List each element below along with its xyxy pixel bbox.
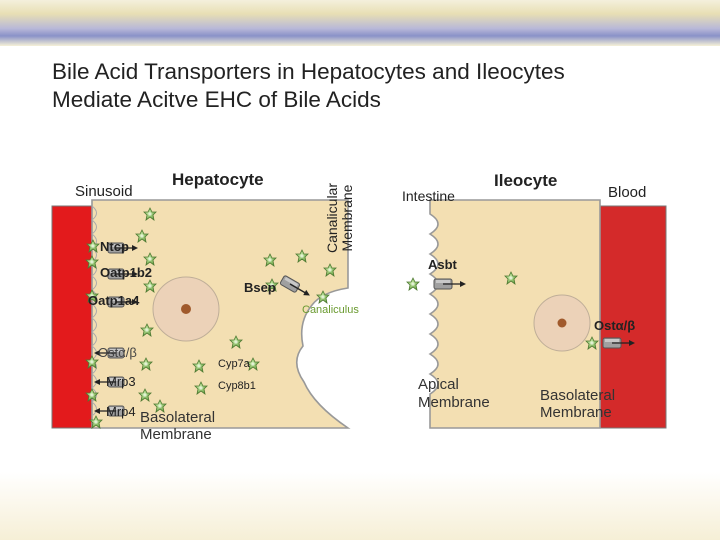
- bile-acid-molecule: [89, 415, 103, 429]
- hepatocyte-heading: Hepatocyte: [172, 170, 264, 189]
- bile-acid-molecule: [265, 278, 279, 292]
- hepatocyte-ost-label: Ostα/β: [98, 345, 137, 360]
- bsep-transporter: [279, 275, 310, 296]
- apical-label-line-1: Apical: [418, 376, 459, 393]
- canaliculus-label: Canaliculus: [302, 304, 359, 316]
- cyp8b1-label: Cyp8b1: [218, 380, 256, 392]
- intestine-label: Intestine: [402, 188, 455, 204]
- ileocyte-cell: [428, 199, 601, 429]
- mrp3-transporter: [94, 376, 125, 388]
- bile-acid-molecule: [246, 357, 260, 371]
- mrp4-label: Mrp4: [106, 404, 136, 419]
- ileocyte-basolateral-line-1: Basolateral: [540, 387, 616, 404]
- title-bar-background: [0, 0, 720, 46]
- ntcp-transporter: [107, 242, 138, 254]
- bile-acid-molecule: [138, 388, 152, 402]
- bile-acid-molecule: [85, 388, 99, 402]
- ileum-blood-region: [600, 206, 666, 428]
- ileocyte-nucleus: [533, 294, 591, 352]
- bile-acid-molecule: [85, 355, 99, 369]
- apical-membrane-label: Apical Membrane: [418, 376, 490, 412]
- bile-acid-molecule: [143, 279, 157, 293]
- slide-title-line-1: Bile Acid Transporters in Hepatocytes an…: [52, 59, 565, 84]
- slide-title-line-2: Mediate Acitve EHC of Bile Acids: [52, 87, 381, 112]
- bile-acid-molecule: [323, 263, 337, 277]
- ileocyte-ost-label: Ostα/β: [594, 318, 636, 333]
- ileocyte-basolateral-line-2: Membrane: [540, 404, 612, 421]
- oatp1b2-label: Oatp1b2: [100, 265, 153, 280]
- ntcp-label: Ntcp: [100, 239, 129, 254]
- bile-acid-molecule: [86, 239, 100, 253]
- bile-acid-molecule: [406, 277, 420, 291]
- bottom-band-background: [0, 472, 720, 540]
- hepatocyte-ost-transporter: [94, 347, 125, 359]
- bile-acid-molecule: [143, 207, 157, 221]
- slide-title: Bile Acid Transporters in Hepatocytes an…: [52, 58, 565, 114]
- bile-acid-molecule: [139, 357, 153, 371]
- bile-acid-molecule: [140, 323, 154, 337]
- ileocyte-ost-transporter: [602, 337, 635, 349]
- oatp1b2-transporter: [107, 268, 138, 280]
- sinusoid-label: Sinusoid: [75, 183, 133, 200]
- hepatocyte-nucleus: [152, 276, 220, 342]
- bile-acid-molecule: [135, 229, 149, 243]
- bile-acid-molecule: [316, 290, 330, 304]
- bile-acid-molecule: [85, 255, 99, 269]
- canalicular-label-line-2: Membrane: [339, 184, 355, 252]
- bsep-label: Bsep: [244, 280, 276, 295]
- ileocyte-basolateral-membrane-label: Basolateral Membrane: [540, 387, 615, 421]
- bile-acid-molecule: [143, 252, 157, 266]
- apical-label-line-2: Membrane: [418, 394, 490, 411]
- oatp1a4-label: Oatp1a4: [88, 293, 140, 308]
- cyp7a-label: Cyp7a: [218, 358, 250, 370]
- blood-label: Blood: [608, 184, 647, 201]
- asbt-label: Asbt: [428, 257, 457, 272]
- bile-acid-molecule: [194, 381, 208, 395]
- bile-acid-molecule: [85, 289, 99, 303]
- ileocyte-heading: Ileocyte: [494, 171, 558, 190]
- bile-acid-molecule: [263, 253, 277, 267]
- bile-acid-molecule: [585, 336, 599, 350]
- hepatocyte-basolateral-line-1: Basolateral: [140, 409, 216, 426]
- canalicular-label-line-1: Canalicular: [324, 182, 340, 254]
- canalicular-membrane-label: Canalicular Membrane: [324, 182, 355, 254]
- bile-acid-molecule: [295, 249, 309, 263]
- bile-acid-molecule: [504, 271, 518, 285]
- oatp1a4-transporter: [107, 296, 138, 308]
- bile-acid-molecule: [192, 359, 206, 373]
- hepatocyte-basolateral-membrane-label: Basolateral Membrane: [140, 409, 215, 443]
- mrp3-label: Mrp3: [106, 374, 136, 389]
- hepatocyte-basolateral-line-2: Membrane: [140, 426, 212, 443]
- mrp4-transporter: [94, 405, 125, 417]
- bile-acid-molecule: [153, 399, 167, 413]
- bile-acid-molecule: [229, 335, 243, 349]
- asbt-transporter: [433, 278, 466, 290]
